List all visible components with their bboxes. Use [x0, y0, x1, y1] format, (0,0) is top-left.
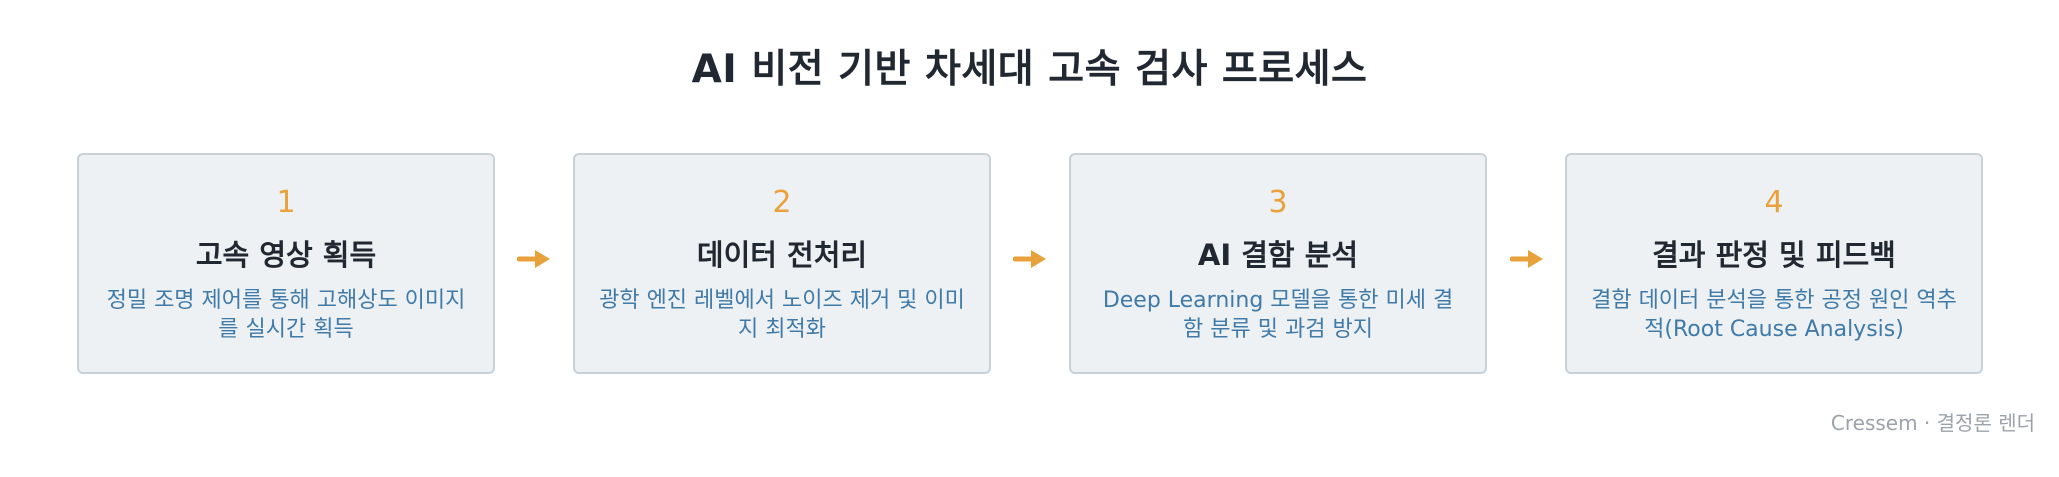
- arrow-right-icon: [517, 250, 550, 268]
- step-box-3: 3 AI 결함 분석 Deep Learning 모델을 통한 미세 결함 분류…: [1069, 153, 1487, 374]
- step-number: 2: [772, 185, 792, 220]
- step-number: 3: [1268, 185, 1288, 220]
- step-description: 정밀 조명 제어를 통해 고해상도 이미지를 실시간 획득: [106, 288, 466, 342]
- footer-credit: Cressem · 결정론 렌더: [1830, 411, 2035, 435]
- step-box-1: 1 고속 영상 획득 정밀 조명 제어를 통해 고해상도 이미지를 실시간 획득: [77, 153, 495, 374]
- step-box-2: 2 데이터 전처리 광학 엔진 레벨에서 노이즈 제거 및 이미지 최적화: [573, 153, 991, 374]
- step-number: 1: [276, 185, 296, 220]
- step-description: 결함 데이터 분석을 통한 공정 원인 역추적(Root Cause Analy…: [1591, 288, 1957, 342]
- step-title: 결과 판정 및 피드백: [1652, 238, 1896, 272]
- process-flow: 1 고속 영상 획득 정밀 조명 제어를 통해 고해상도 이미지를 실시간 획득…: [77, 153, 1983, 378]
- arrow-right-icon: [1013, 250, 1046, 268]
- step-title: 고속 영상 획득: [195, 238, 377, 272]
- diagram-title: AI 비전 기반 차세대 고속 검사 프로세스: [691, 47, 1368, 92]
- step-description: Deep Learning 모델을 통한 미세 결함 분류 및 과검 방지: [1102, 288, 1454, 342]
- arrow-right-icon: [1510, 250, 1543, 268]
- step-box-4: 4 결과 판정 및 피드백 결함 데이터 분석을 통한 공정 원인 역추적(Ro…: [1565, 153, 1983, 374]
- step-number: 4: [1764, 185, 1784, 220]
- step-description: 광학 엔진 레벨에서 노이즈 제거 및 이미지 최적화: [599, 288, 965, 342]
- step-title: AI 결함 분석: [1197, 238, 1359, 272]
- step-title: 데이터 전처리: [696, 238, 868, 272]
